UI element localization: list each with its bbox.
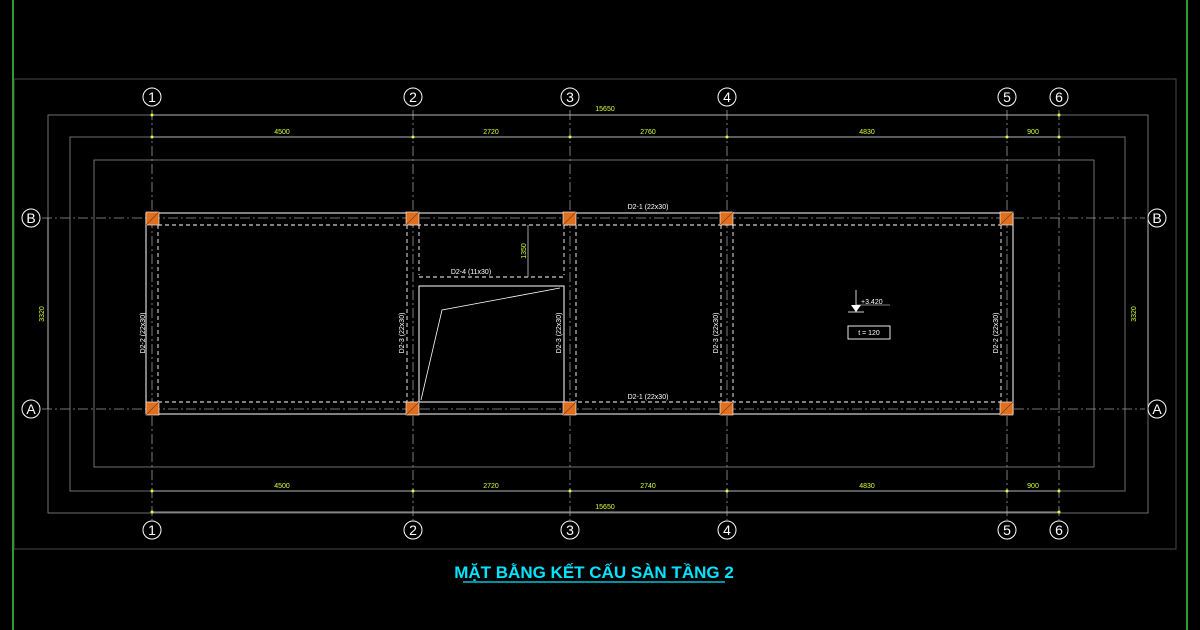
grid-label-left-B: B — [26, 210, 35, 226]
grid-label-top-6: 6 — [1055, 89, 1063, 105]
level-marker — [848, 290, 890, 313]
dim-stair: 1350 — [521, 243, 528, 259]
grid-label-right-B: B — [1152, 210, 1161, 226]
sheet-border — [13, 78, 1177, 550]
grid-bubbles-top: 1 2 3 4 5 6 — [142, 87, 1069, 107]
dim-bottom-5: 900 — [1027, 483, 1039, 490]
dim-top-4: 4830 — [859, 129, 875, 136]
dim-top-3: 2760 — [640, 129, 656, 136]
grid-label-bottom-6: 6 — [1055, 522, 1063, 538]
dim-bottom-4: 4830 — [859, 483, 875, 490]
grid-label-top-2: 2 — [409, 89, 417, 105]
grid-label-bottom-3: 3 — [566, 522, 574, 538]
beam-dashed-edges — [157, 224, 1002, 403]
stair-opening — [418, 285, 565, 403]
dim-total-top: 15650 — [595, 106, 615, 113]
dim-top-5: 900 — [1027, 129, 1039, 136]
dimension-lines-top — [152, 114, 1059, 138]
beam-label-col4: D2-3 (22x30) — [713, 313, 720, 354]
grid-lines-vertical — [151, 110, 1060, 520]
grid-label-top-5: 5 — [1003, 89, 1011, 105]
dim-top-2: 2720 — [483, 129, 499, 136]
slab-thickness-box — [847, 325, 891, 340]
grid-label-bottom-4: 4 — [723, 522, 731, 538]
dim-side-right: 3320 — [1131, 306, 1138, 322]
grid-label-bottom-1: 1 — [148, 522, 156, 538]
dim-top-1: 4500 — [274, 129, 290, 136]
grid-label-left-A: A — [26, 401, 36, 417]
outline-ring-3 — [93, 159, 1095, 468]
grid-label-right-A: A — [1152, 401, 1162, 417]
level-arrow-icon — [851, 305, 861, 312]
beam-label-stair: D2-4 (11x30) — [451, 269, 491, 276]
beam-label-col3: D2-3 (22x30) — [556, 313, 563, 354]
grid-lines-horizontal — [42, 217, 1145, 410]
dim-bottom-3: 2740 — [640, 483, 656, 490]
dimension-ticks-bottom — [150, 489, 1061, 514]
dimension-ticks-top — [150, 113, 1061, 139]
outline-ring-2 — [69, 136, 1126, 492]
slab-thickness-text: t = 120 — [858, 330, 880, 337]
drawing-title: MẶT BẰNG KẾT CẤU SÀN TẦNG 2 — [454, 563, 734, 582]
beam-label-col1: D2-2 (22x30) — [140, 313, 147, 354]
level-mark-text: +3.420 — [861, 299, 883, 306]
dim-bottom-2: 2720 — [483, 483, 499, 490]
beam-outlines — [145, 212, 1014, 415]
beam-label-col5: D2-2 (22x30) — [993, 313, 1000, 354]
grid-label-top-1: 1 — [148, 89, 156, 105]
dimension-lines-bottom — [152, 490, 1059, 513]
grid-label-bottom-5: 5 — [1003, 522, 1011, 538]
beam-label-col2: D2-3 (22x30) — [399, 313, 406, 354]
dim-total-bottom: 15650 — [595, 504, 615, 511]
grid-bubbles-bottom: 1 2 3 4 5 6 — [142, 520, 1069, 540]
columns — [145, 211, 1014, 416]
dim-bottom-1: 4500 — [274, 483, 290, 490]
dim-side-left: 3320 — [39, 306, 46, 322]
beam-label-top: D2-1 (22x30) — [628, 204, 669, 211]
column-hatch — [145, 211, 1014, 416]
grid-label-bottom-2: 2 — [409, 522, 417, 538]
outline-ring-1 — [47, 114, 1149, 514]
grid-bubbles-rows: B A B A — [21, 208, 1167, 419]
grid-label-top-4: 4 — [723, 89, 731, 105]
grid-label-top-3: 3 — [566, 89, 574, 105]
beam-label-bottom: D2-1 (22x30) — [628, 394, 669, 401]
stair-break-line — [420, 287, 561, 401]
